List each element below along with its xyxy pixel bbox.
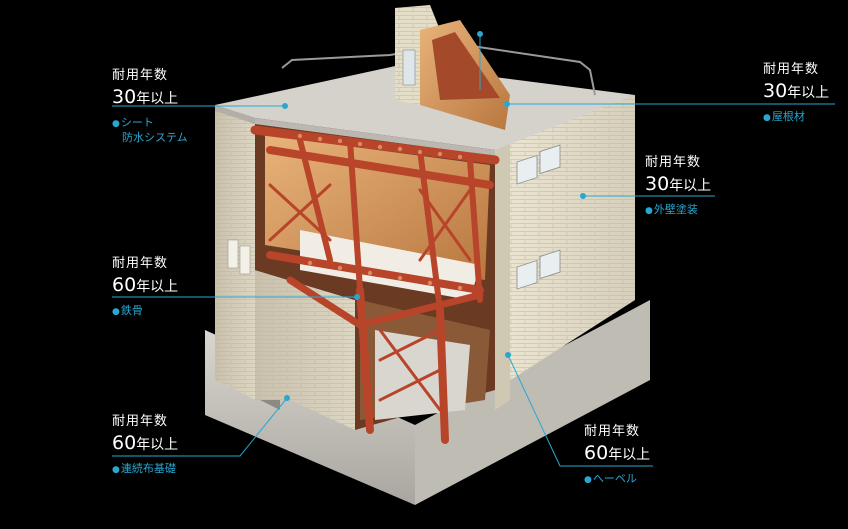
durability-years: 60年以上 xyxy=(584,442,651,464)
callout-hebel-panel: 耐用年数 60年以上 へーベル xyxy=(584,424,650,487)
durability-label: 耐用年数 xyxy=(763,62,820,77)
durability-years: 30年以上 xyxy=(112,86,179,108)
durability-label: 耐用年数 xyxy=(112,256,169,271)
durability-years: 30年以上 xyxy=(645,173,712,195)
right-wall xyxy=(495,95,635,410)
component-name: 連続布基礎 xyxy=(112,462,178,477)
component-name: へーベル xyxy=(584,472,650,487)
callout-roofing: 耐用年数 30年以上 屋根材 xyxy=(763,62,829,125)
durability-years: 60年以上 xyxy=(112,432,179,454)
durability-label: 耐用年数 xyxy=(112,68,169,83)
left-wall xyxy=(215,105,355,430)
durability-years: 30年以上 xyxy=(763,80,830,102)
steel-frame-holes xyxy=(297,133,463,291)
component-name: 外壁塗装 xyxy=(645,203,711,218)
callout-steel-frame: 耐用年数 60年以上 鉄骨 xyxy=(112,256,178,319)
callout-foundation: 耐用年数 60年以上 連続布基礎 xyxy=(112,414,178,477)
durability-label: 耐用年数 xyxy=(584,424,641,439)
durability-label: 耐用年数 xyxy=(645,155,702,170)
component-name: 屋根材 xyxy=(763,110,829,125)
roof-deck xyxy=(215,44,635,156)
component-name: 鉄骨 xyxy=(112,304,178,319)
durability-label: 耐用年数 xyxy=(112,414,169,429)
durability-years: 60年以上 xyxy=(112,274,179,296)
penthouse xyxy=(395,5,510,130)
leader-lines xyxy=(112,31,835,467)
callout-exterior-paint: 耐用年数 30年以上 外壁塗装 xyxy=(645,155,711,218)
steel-frame xyxy=(250,125,500,444)
